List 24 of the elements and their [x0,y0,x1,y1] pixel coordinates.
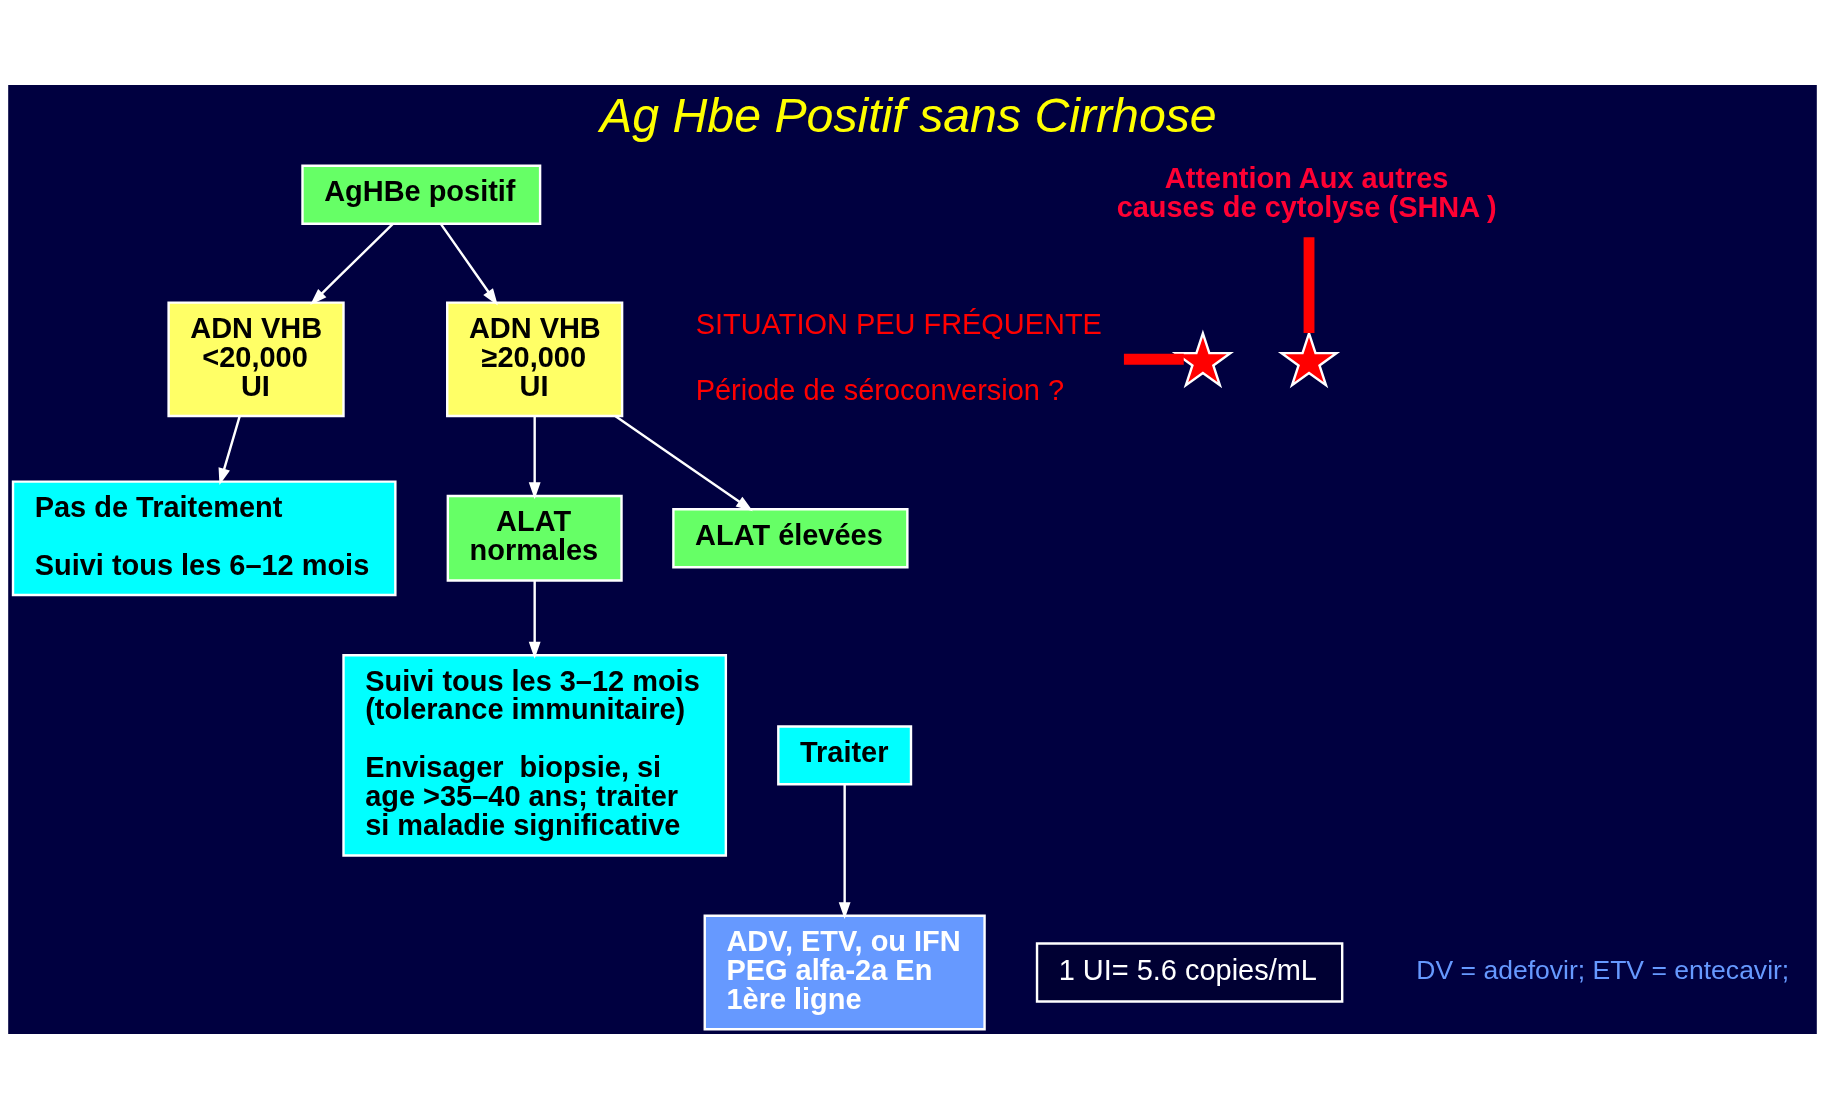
node-box: 1 UI= 5.6 copies/mL [1035,942,1344,1003]
node-box: Pas de Traitement Suivi tous les 6–12 mois [11,480,397,597]
node-box: ADN VHB <20,000 UI [167,301,345,418]
node-text: Attention Aux autres causes de cytolyse (SHNA ) [1116,161,1497,223]
node-box: ADV, ETV, ou IFN PEG alfa-2a En 1ère ligne [703,914,986,1031]
node-box: ALAT normales [446,494,623,582]
arrow [439,223,498,306]
label: DV = adefovir; ETV = entecavir; [1416,955,1790,986]
node-box: Suivi tous les 3–12 mois (tolerance immunitaire) Envisager biopsie, si age >35–40 ans; traiter si maladie significative [342,654,728,857]
diagram-title: Ag Hbe Positif sans Cirrhose [600,88,1217,143]
arrow [528,580,541,659]
node-box: AgHBe positif [301,164,542,225]
node-box: ADN VHB ≥20,000 UI [446,301,624,418]
node-star [1171,329,1234,389]
connector [1303,237,1315,333]
arrow [838,784,851,920]
arrow [218,416,241,486]
arrow [614,415,753,512]
node-box: Traiter [777,725,913,786]
node-text: SITUATION PEU FRÉQUENTE Période de séroconversion ? [695,307,1102,406]
arrow [528,416,541,500]
arrow [310,222,394,305]
node-box: ALAT élevées [672,508,909,569]
connector [1123,353,1184,365]
